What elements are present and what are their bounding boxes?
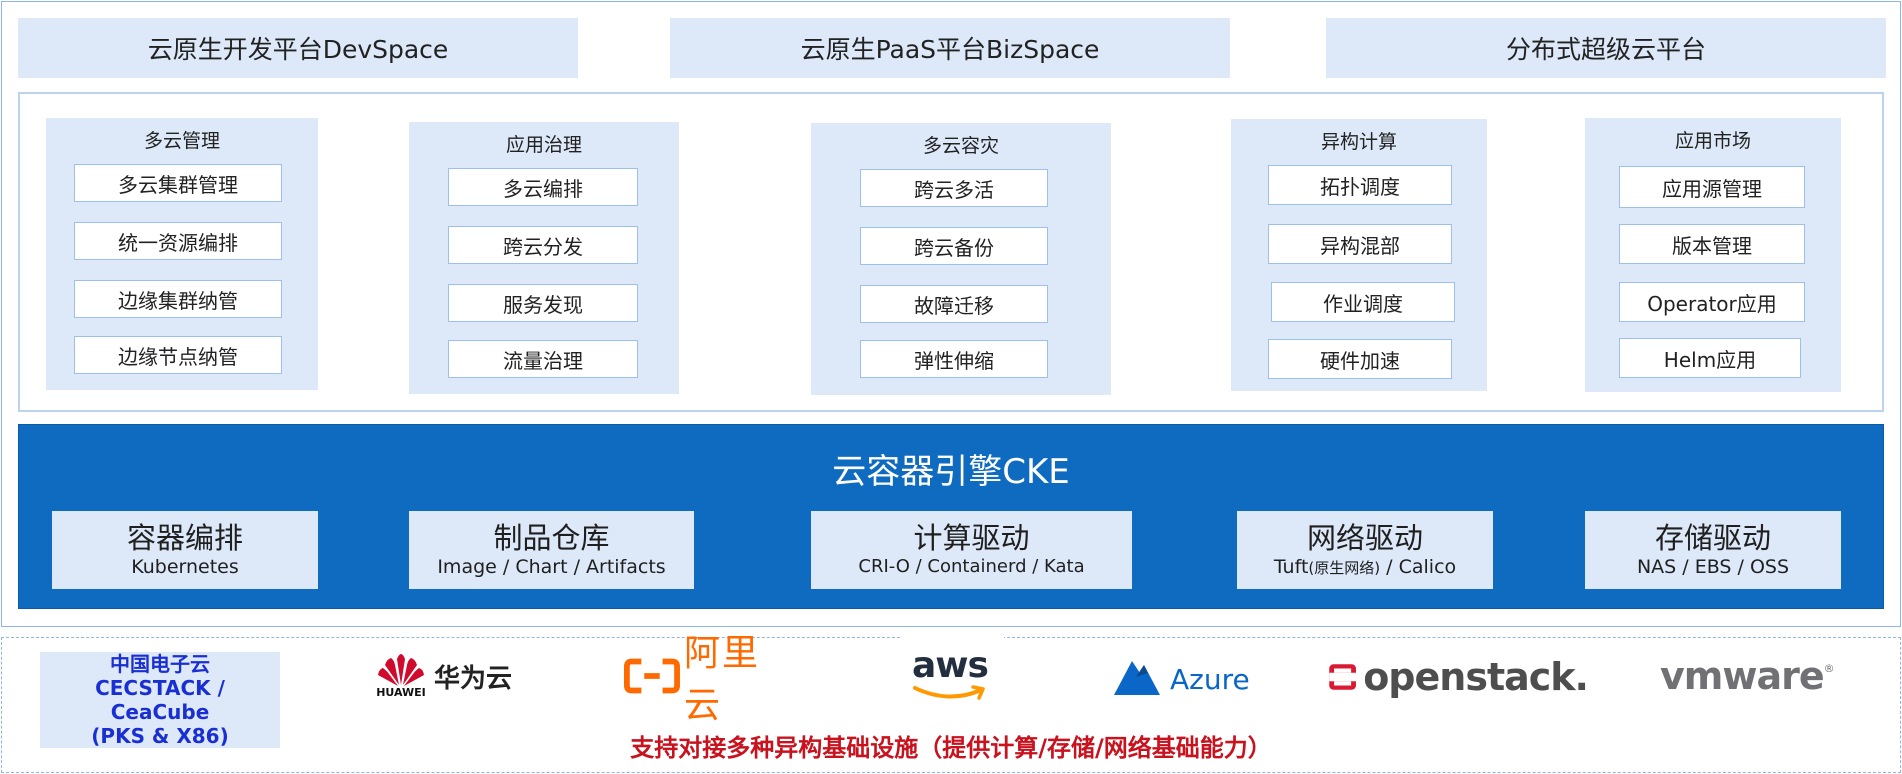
capability-title: 多云容灾 <box>922 135 999 157</box>
huawei-mark: HUAWEI <box>374 653 428 699</box>
vmware-text: vmware <box>1660 654 1825 698</box>
infrastructure-caption: 支持对接多种异构基础设施（提供计算/存储/网络基础能力） <box>630 734 1272 762</box>
azure-logo: Azure <box>1110 656 1260 702</box>
capability-title: 应用市场 <box>1674 130 1751 152</box>
capability-item: 边缘节点纳管 <box>74 336 282 374</box>
vmware-logo: vmware ® <box>1660 654 1840 698</box>
platform-label: 分布式超级云平台 <box>1505 35 1706 64</box>
capability-item: 边缘集群纳管 <box>74 280 282 318</box>
platform-devspace: 云原生开发平台DevSpace <box>18 18 578 78</box>
module-sub: Image / Chart / Artifacts <box>437 556 666 578</box>
capability-app-governance: 应用治理 多云编排 跨云分发 服务发现 流量治理 <box>409 122 679 394</box>
module-sub: NAS / EBS / OSS <box>1636 556 1790 578</box>
module-sub: Kubernetes <box>131 556 239 578</box>
capability-item: 多云编排 <box>448 168 638 206</box>
capability-app-market: 应用市场 应用源管理 版本管理 Operator应用 Helm应用 <box>1585 118 1841 392</box>
capability-item: 作业调度 <box>1271 282 1455 322</box>
aliyun-text: 阿里云 <box>683 633 760 726</box>
module-sub-a: Tuft <box>1273 555 1309 578</box>
engine-module-orchestration: 容器编排 Kubernetes <box>52 511 318 589</box>
openstack-mark-icon <box>1329 664 1356 690</box>
module-sub-b: (原生网络) <box>1308 558 1381 577</box>
capability-item: Helm应用 <box>1619 338 1801 378</box>
cec-cloud-box: 中国电子云 CECSTACK / CeaCube (PKS & X86) <box>40 652 280 748</box>
cec-line: 中国电子云 <box>110 652 210 676</box>
cec-line: CECSTACK / <box>95 676 225 700</box>
capability-title: 异构计算 <box>1320 131 1397 153</box>
capability-item: 流量治理 <box>448 340 638 378</box>
capability-item: 跨云分发 <box>448 226 638 264</box>
capability-item: 硬件加速 <box>1268 339 1452 379</box>
aliyun-bracket-icon <box>624 658 680 694</box>
module-sub: Tuft(原生网络) / Calico <box>1274 555 1456 580</box>
engine-module-registry: 制品仓库 Image / Chart / Artifacts <box>409 511 694 589</box>
aliyun-logo: 阿里云 <box>624 633 794 726</box>
platform-label: 云原生PaaS平台BizSpace <box>800 35 1100 64</box>
azure-mark-icon <box>1114 661 1160 695</box>
engine-module-storage: 存储驱动 NAS / EBS / OSS <box>1585 511 1841 589</box>
engine-module-network: 网络驱动 Tuft(原生网络) / Calico <box>1237 511 1493 589</box>
capability-item: 拓扑调度 <box>1268 165 1452 205</box>
capability-item: 异构混部 <box>1268 224 1452 264</box>
azure-text: Azure <box>1170 662 1250 696</box>
module-name: 制品仓库 <box>493 521 610 555</box>
capability-title: 应用治理 <box>505 134 582 156</box>
capability-item: 版本管理 <box>1619 224 1805 264</box>
huawei-petals-icon <box>378 654 424 686</box>
capability-item: Operator应用 <box>1619 282 1805 322</box>
module-sub: CRI-O / Containerd / Kata <box>858 556 1085 577</box>
platform-super-cloud: 分布式超级云平台 <box>1326 18 1886 78</box>
huawei-logo: HUAWEI 华为云 <box>374 648 534 704</box>
capability-item: 跨云备份 <box>860 227 1048 265</box>
aws-smile-icon <box>913 685 985 700</box>
capability-item: 多云集群管理 <box>74 164 282 202</box>
module-name: 存储驱动 <box>1654 521 1771 555</box>
architecture-frame <box>1 1 1901 627</box>
capability-item: 服务发现 <box>448 284 638 322</box>
capability-item: 故障迁移 <box>860 285 1048 323</box>
registered-icon: ® <box>1823 662 1835 675</box>
openstack-logo: openstack. <box>1328 652 1589 702</box>
capability-item: 统一资源编排 <box>74 222 282 260</box>
module-name: 容器编排 <box>126 521 243 555</box>
capability-title: 多云管理 <box>143 130 220 152</box>
capability-multi-cloud-management: 多云管理 多云集群管理 统一资源编排 边缘集群纳管 边缘节点纳管 <box>46 118 318 390</box>
huawei-small-text: HUAWEI <box>376 686 426 699</box>
capability-heterogeneous-compute: 异构计算 拓扑调度 异构混部 作业调度 硬件加速 <box>1231 119 1487 391</box>
capability-disaster-recovery: 多云容灾 跨云多活 跨云备份 故障迁移 弹性伸缩 <box>811 123 1111 395</box>
capability-item: 跨云多活 <box>860 169 1048 207</box>
capability-item: 弹性伸缩 <box>860 340 1048 378</box>
engine-module-compute: 计算驱动 CRI-O / Containerd / Kata <box>811 511 1132 589</box>
huawei-cloud-text: 华为云 <box>434 663 513 694</box>
aws-text: aws <box>912 645 989 686</box>
frame-gap <box>900 633 1004 643</box>
openstack-text: openstack. <box>1363 655 1589 699</box>
cec-line: CeaCube <box>110 700 210 724</box>
module-sub-c: / Calico <box>1380 555 1457 578</box>
cec-line: (PKS & X86) <box>91 724 229 748</box>
capability-item: 应用源管理 <box>1619 166 1805 208</box>
aws-logo: aws <box>910 648 990 706</box>
engine-title: 云容器引擎CKE <box>832 452 1070 492</box>
module-name: 计算驱动 <box>913 521 1030 555</box>
platform-bizspace: 云原生PaaS平台BizSpace <box>670 18 1230 78</box>
platform-label: 云原生开发平台DevSpace <box>147 35 449 64</box>
module-name: 网络驱动 <box>1306 520 1423 555</box>
